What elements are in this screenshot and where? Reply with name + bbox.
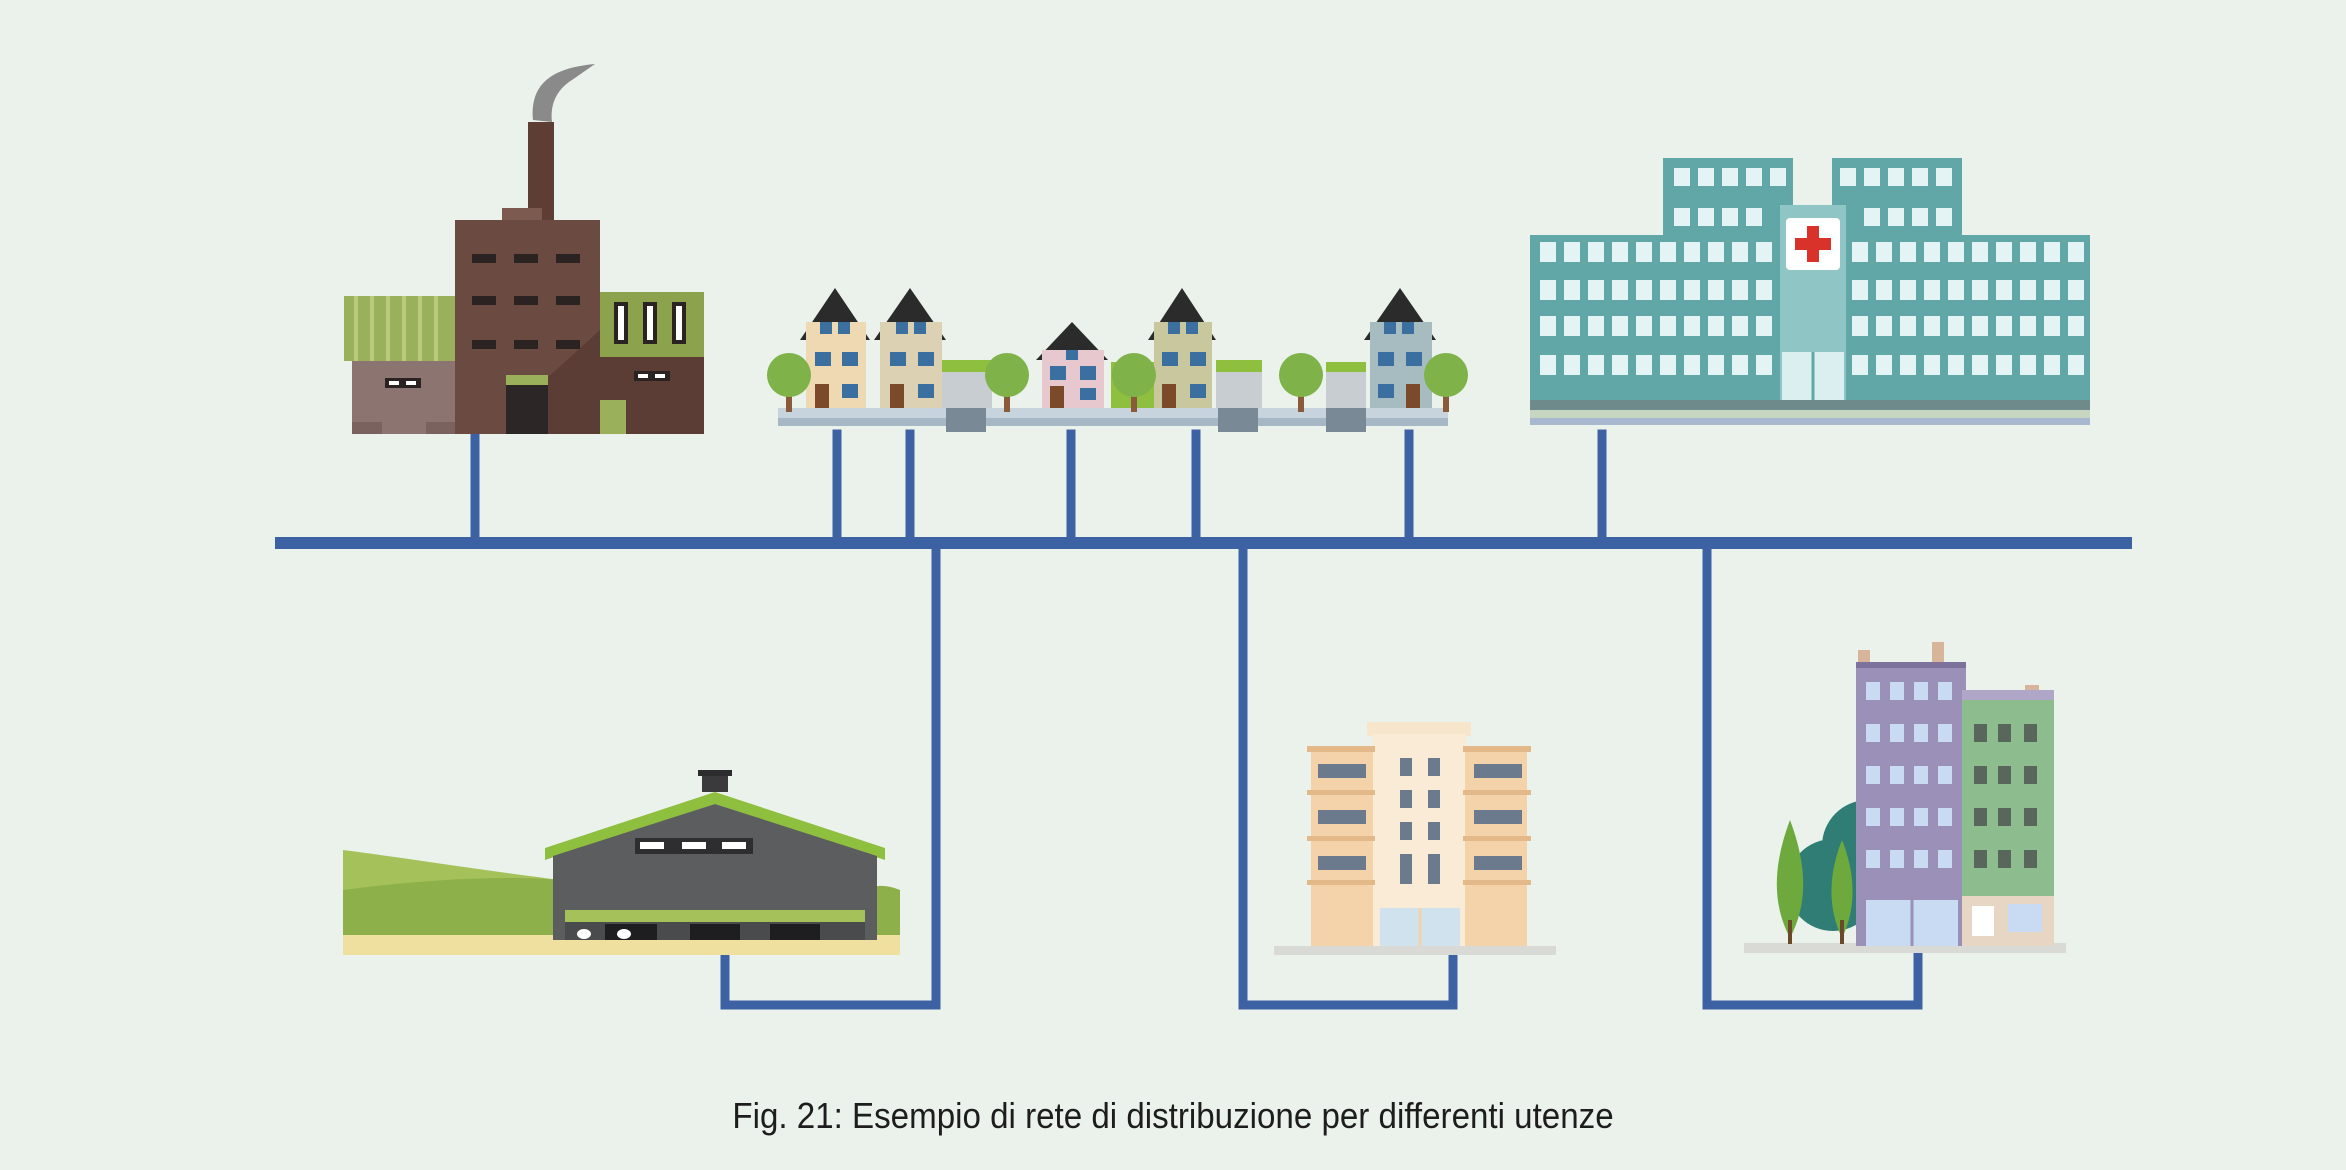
farm-barn-icon (343, 770, 900, 955)
city-towers-icon (1744, 642, 2066, 953)
row-houses-icon (767, 288, 1468, 432)
apartment-building-icon (1274, 722, 1556, 955)
apartment-connector (1238, 543, 1458, 1010)
pipe-network (275, 429, 2132, 1010)
farm-connector (720, 543, 941, 1010)
figure-caption: Fig. 21: Esempio di rete di distribuzion… (732, 1095, 1614, 1136)
factory-icon (344, 64, 704, 434)
towers-connector (1702, 543, 1923, 1010)
hospital-icon (1530, 158, 2090, 425)
